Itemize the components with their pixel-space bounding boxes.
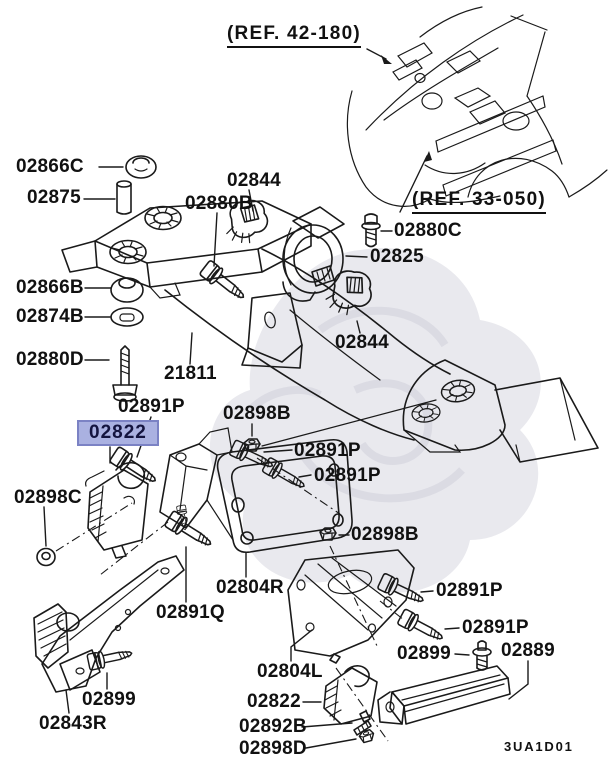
part-label-02880D[interactable]: 02880D (16, 349, 84, 370)
part-label-02898D[interactable]: 02898D (239, 738, 307, 759)
insulator-02822-bottom-drawing (302, 653, 389, 742)
ref-label-42-180: (REF. 42-180) (227, 24, 361, 48)
nut-02898C-drawing (36, 502, 169, 576)
part-label-02874B[interactable]: 02874B (16, 306, 84, 327)
part-label-02844-top[interactable]: 02844 (227, 170, 281, 191)
bracket-02804L-drawing (287, 549, 415, 662)
crossmember-21811-drawing (61, 200, 599, 463)
bracket-02804R-drawing (159, 427, 353, 578)
bolt-02880C-drawing (361, 213, 393, 248)
part-label-02891P-3[interactable]: 02891P (314, 465, 381, 486)
part-label-02844-bottom[interactable]: 02844 (335, 332, 389, 353)
pin-02892B-drawing (301, 720, 372, 736)
part-label-02899-right[interactable]: 02899 (397, 643, 451, 664)
part-label-02898B-1[interactable]: 02898B (223, 403, 291, 424)
insulator-02822-top-drawing (85, 446, 191, 559)
bolt-02899-left-drawing (86, 644, 135, 690)
bolt-02891P-3-drawing (256, 456, 341, 515)
part-label-02875[interactable]: 02875 (27, 187, 81, 208)
part-label-02891P-4[interactable]: 02891P (436, 580, 503, 601)
part-label-02804R[interactable]: 02804R (216, 577, 284, 598)
part-label-02866B[interactable]: 02866B (16, 277, 84, 298)
part-label-02822-selected[interactable]: 02822 (77, 420, 159, 446)
bolt-02880D-drawing (84, 345, 138, 402)
part-label-02880C[interactable]: 02880C (394, 220, 462, 241)
part-label-02880B[interactable]: 02880B (185, 193, 253, 214)
washer-02874B-drawing (84, 307, 144, 327)
collar-02875-drawing (83, 180, 132, 215)
part-label-02825[interactable]: 02825 (370, 246, 424, 267)
mount-02825-drawing (282, 206, 368, 302)
part-label-02891Q[interactable]: 02891Q (156, 602, 225, 623)
bolt-02880B-drawing (198, 212, 251, 306)
bolt-02899-right-drawing (454, 640, 492, 671)
part-label-02889[interactable]: 02889 (501, 640, 555, 661)
ref-label-33-050: (REF. 33-050) (412, 190, 546, 214)
nut-02898B-top-drawing (243, 399, 437, 452)
part-label-02843R[interactable]: 02843R (39, 713, 107, 734)
damper-02844-top-drawing (223, 189, 271, 246)
part-label-02891P-5[interactable]: 02891P (462, 617, 529, 638)
bolt-02891Q-drawing (163, 509, 217, 603)
car-engine-bay-sketch (346, 6, 608, 213)
part-label-02899-left[interactable]: 02899 (82, 689, 136, 710)
part-label-02891P-1[interactable]: 02891P (118, 396, 185, 417)
grommet-02866C-drawing (98, 155, 157, 179)
bolt-02891P-5-drawing (379, 600, 460, 647)
nut-02898D-drawing (305, 728, 376, 749)
part-label-02891P-2[interactable]: 02891P (294, 440, 361, 461)
part-label-02892B[interactable]: 02892B (239, 716, 307, 737)
damper-02844-bottom-drawing (323, 266, 376, 334)
bolt-02891P-4-drawing (376, 571, 434, 610)
part-label-02822-bottom[interactable]: 02822 (247, 691, 301, 712)
part-label-02804L[interactable]: 02804L (257, 661, 323, 682)
part-label-02866C[interactable]: 02866C (16, 156, 84, 177)
bolt-02891P-2-drawing (228, 438, 293, 475)
diagram-code: 3UA1D01 (504, 739, 574, 754)
part-label-02898C[interactable]: 02898C (14, 487, 82, 508)
bracket-02843R-drawing (33, 555, 185, 714)
nut-02898B-bottom-drawing (319, 527, 379, 649)
bracket-02889-drawing (377, 660, 529, 725)
part-label-21811[interactable]: 21811 (164, 363, 217, 384)
part-label-02898B-2[interactable]: 02898B (351, 524, 419, 545)
